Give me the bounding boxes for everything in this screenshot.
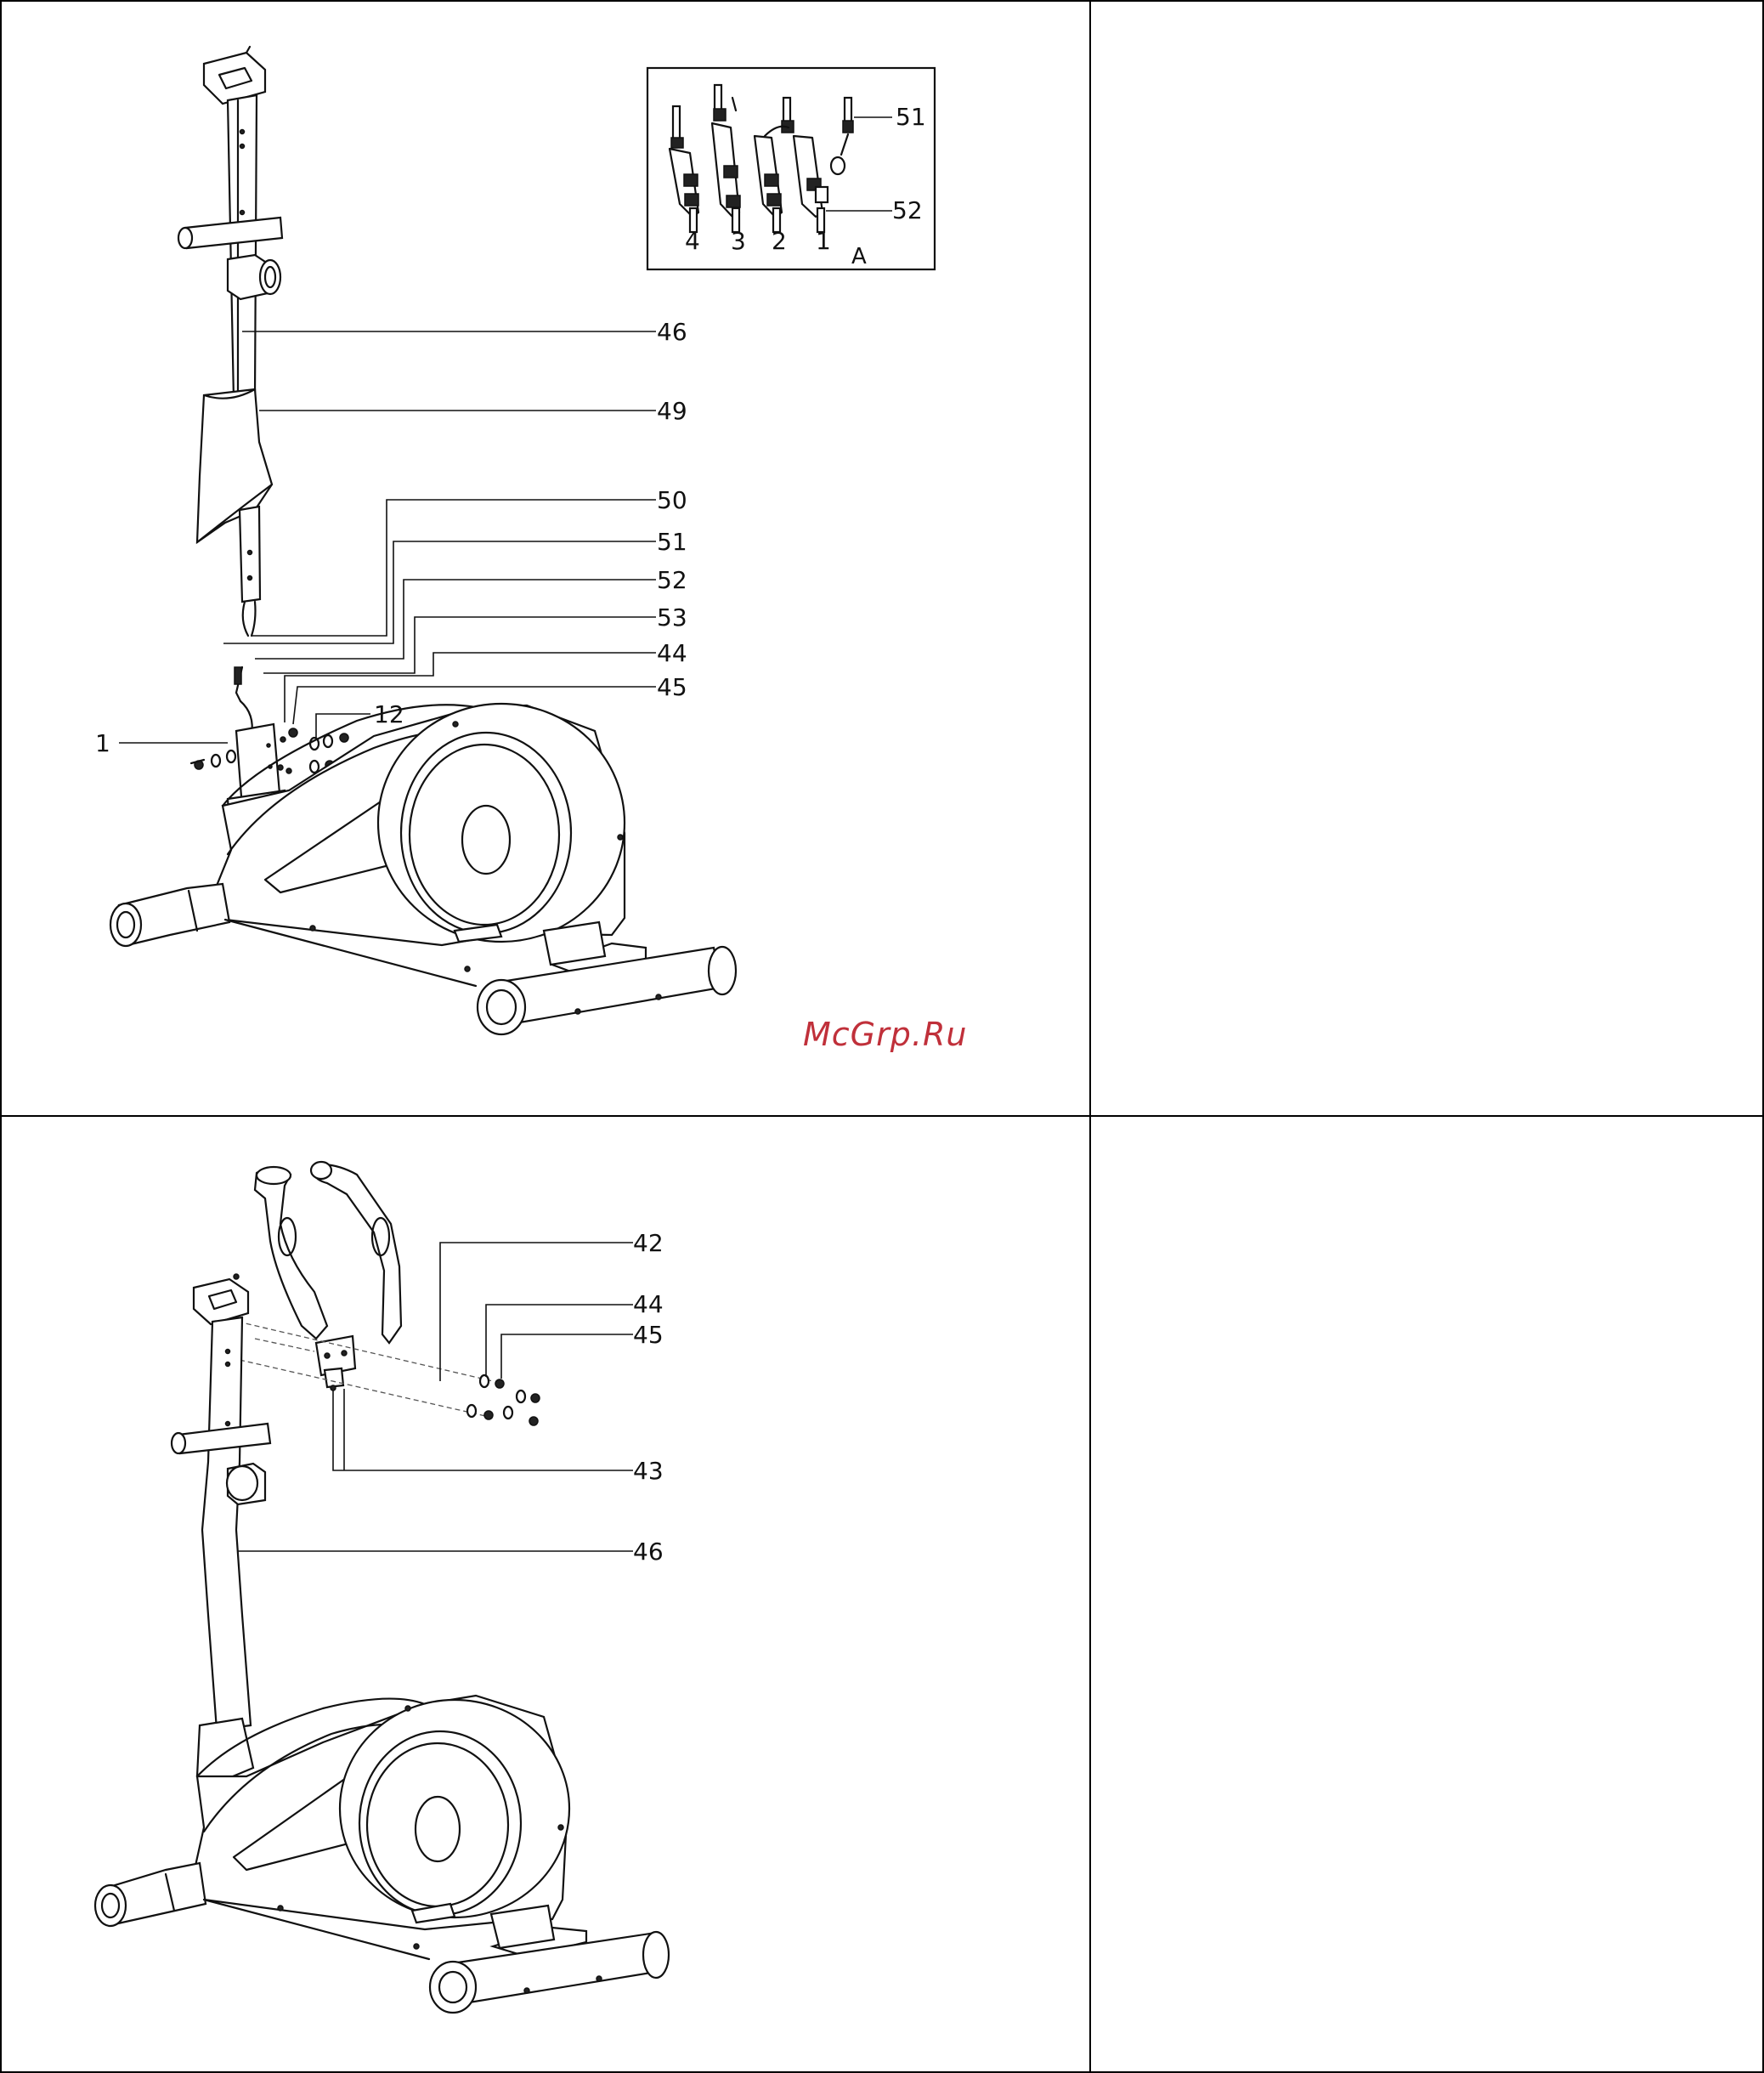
inset-a: 51 52 4 3 2 1 A bbox=[647, 68, 935, 269]
figure2-callouts: 42 44 45 43 46 bbox=[633, 1229, 664, 1566]
callout-52: 52 bbox=[657, 566, 687, 594]
inset-caption: A bbox=[851, 244, 867, 269]
inset-step-2: 2 bbox=[772, 227, 787, 255]
callout-44: 44 bbox=[657, 639, 687, 667]
callout-53: 53 bbox=[657, 603, 687, 632]
callout-49: 49 bbox=[657, 397, 687, 425]
figure1-assembly bbox=[110, 47, 736, 1034]
connector-step-4 bbox=[670, 106, 698, 232]
figure2-assembly bbox=[95, 1162, 669, 2013]
fig2-callout-44: 44 bbox=[633, 1290, 664, 1318]
inset-callout-52: 52 bbox=[892, 196, 923, 224]
fig2-callout-43: 43 bbox=[633, 1457, 664, 1485]
callout-12: 12 bbox=[374, 700, 404, 728]
callout-45: 45 bbox=[657, 673, 687, 701]
fig2-callout-46: 46 bbox=[633, 1538, 664, 1566]
connector-step-3 bbox=[712, 85, 740, 232]
callout-1: 1 bbox=[95, 729, 110, 757]
fig2-callout-45: 45 bbox=[633, 1321, 664, 1349]
inset-step-3: 3 bbox=[731, 227, 746, 255]
callout-50: 50 bbox=[657, 486, 687, 514]
connector-step-1 bbox=[794, 98, 853, 232]
fig2-callout-42: 42 bbox=[633, 1229, 664, 1257]
watermark: McGrp.Ru bbox=[803, 1016, 967, 1053]
inset-step-1: 1 bbox=[816, 227, 831, 255]
inset-step-4: 4 bbox=[685, 227, 700, 255]
callout-51: 51 bbox=[657, 528, 687, 556]
connector-step-2 bbox=[755, 98, 794, 232]
inset-callout-51: 51 bbox=[896, 103, 926, 131]
figure1-callouts: 46 49 50 51 52 53 44 45 12 1 bbox=[95, 318, 687, 757]
callout-46: 46 bbox=[657, 318, 687, 346]
